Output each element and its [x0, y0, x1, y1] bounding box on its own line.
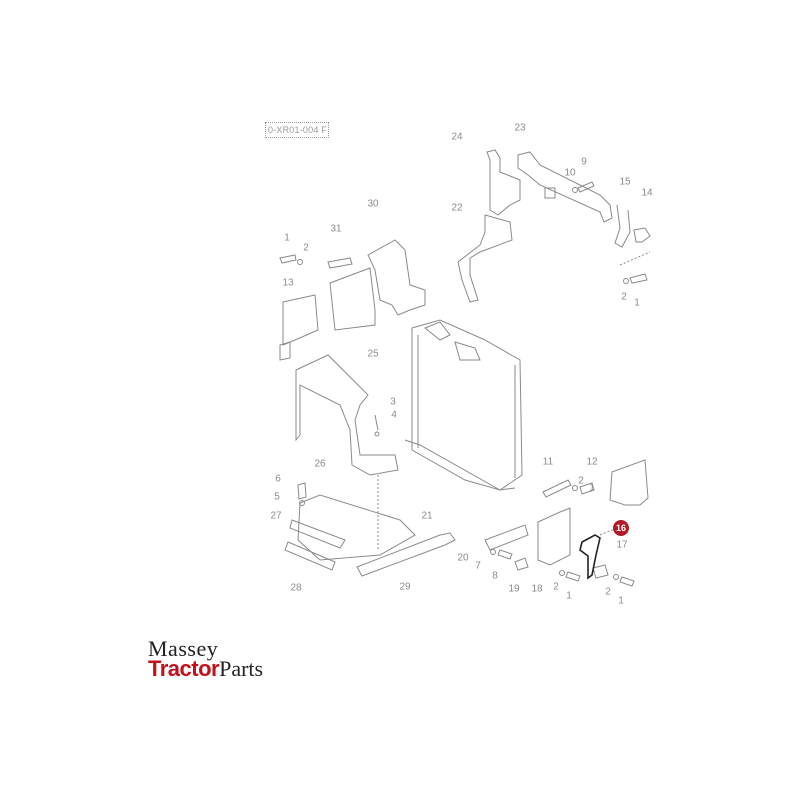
callout-20[interactable]: 20	[457, 552, 469, 564]
callout-1[interactable]: 1	[284, 232, 290, 244]
callout-1[interactable]: 1	[618, 595, 624, 607]
callout-1[interactable]: 1	[566, 590, 572, 602]
callout-14[interactable]: 14	[641, 187, 653, 199]
part-24-bracket	[486, 149, 521, 216]
callout-7[interactable]: 7	[475, 560, 481, 572]
callout-1[interactable]: 1	[589, 482, 595, 494]
callout-5[interactable]: 5	[274, 491, 280, 503]
callout-3[interactable]: 3	[390, 396, 396, 408]
part-31-pin	[327, 257, 353, 269]
callout-10[interactable]: 10	[564, 167, 576, 179]
callout-15[interactable]: 15	[619, 176, 631, 188]
callout-18[interactable]: 18	[531, 583, 543, 595]
part-13-panel	[282, 294, 319, 346]
callout-2[interactable]: 2	[553, 581, 559, 593]
callout-17[interactable]: 17	[616, 539, 628, 551]
part-18-bracket	[537, 507, 571, 566]
callout-30[interactable]: 30	[367, 198, 379, 210]
callout-2[interactable]: 2	[578, 475, 584, 487]
callout-4[interactable]: 4	[391, 409, 397, 421]
callout-11[interactable]: 11	[542, 456, 554, 468]
callout-13[interactable]: 13	[282, 277, 294, 289]
callout-2[interactable]: 2	[605, 586, 611, 598]
part-11-spacer	[542, 479, 572, 498]
reference-code: 0-XR01-004 F	[265, 122, 329, 138]
part-28-tube	[284, 541, 336, 571]
part-12-bracket	[609, 459, 649, 506]
callout-21[interactable]: 21	[421, 510, 433, 522]
callout-1[interactable]: 1	[634, 297, 640, 309]
part-16-highlighted	[579, 534, 601, 580]
highlighted-callout[interactable]: 16	[613, 520, 629, 536]
logo-parts: Parts	[219, 656, 264, 681]
callout-2[interactable]: 2	[621, 291, 627, 303]
callout-2[interactable]: 2	[303, 242, 309, 254]
part-21-plate	[297, 494, 416, 561]
callout-27[interactable]: 27	[270, 510, 282, 522]
part-26-frame	[295, 354, 399, 476]
part-30-shroud	[367, 239, 426, 316]
callout-23[interactable]: 23	[514, 122, 526, 134]
part-20-bar	[484, 524, 529, 551]
callout-6[interactable]: 6	[275, 473, 281, 485]
callout-19[interactable]: 19	[508, 583, 520, 595]
part-29-bar	[356, 532, 456, 577]
logo-tractor: Tractor	[148, 656, 220, 681]
callout-31[interactable]: 31	[330, 223, 342, 235]
callout-8[interactable]: 8	[492, 570, 498, 582]
callout-26[interactable]: 26	[314, 458, 326, 470]
part-22-bracket	[457, 214, 513, 303]
callout-29[interactable]: 29	[399, 581, 411, 593]
brand-logo: Massey TractorParts	[148, 638, 263, 680]
logo-line2: TractorParts	[148, 658, 263, 680]
callout-12[interactable]: 12	[586, 456, 598, 468]
callout-24[interactable]: 24	[451, 131, 463, 143]
callout-22[interactable]: 22	[451, 202, 463, 214]
radiator-core	[411, 319, 523, 491]
callout-28[interactable]: 28	[290, 582, 302, 594]
callout-9[interactable]: 9	[581, 156, 587, 168]
callout-25[interactable]: 25	[367, 348, 379, 360]
part-17-clamp	[592, 564, 609, 579]
part-23-arm	[517, 151, 613, 223]
part-25-panel	[329, 267, 376, 331]
logo-line1: Massey	[148, 636, 219, 661]
